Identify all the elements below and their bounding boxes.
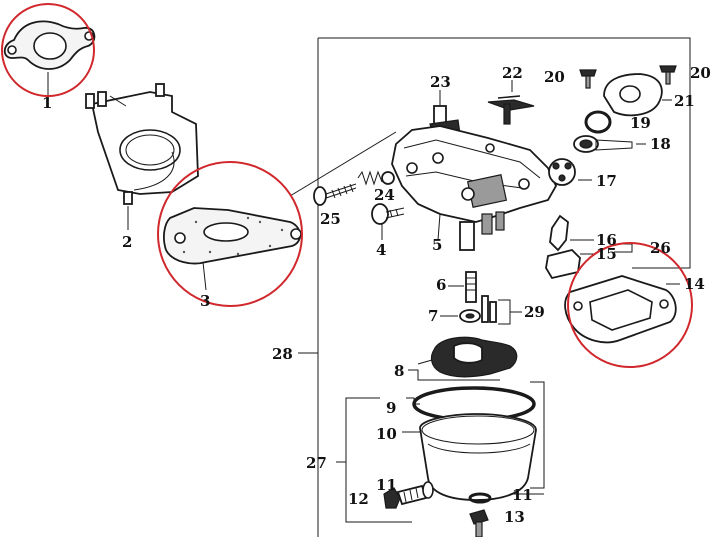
part-8-float: [408, 336, 518, 381]
part-22-throttle-lever: [487, 80, 535, 125]
label-part-20-left: 20: [544, 68, 565, 86]
part-2-insulator: [85, 83, 199, 230]
part-29-drain-screws: [481, 295, 522, 325]
assembly-bracket-27: [336, 381, 545, 523]
label-part-17: 17: [596, 172, 617, 190]
part-3-gasket: [163, 131, 397, 291]
label-part-14: 14: [684, 275, 705, 293]
part-20-screw-left: [579, 69, 597, 89]
part-7-nozzle: [440, 309, 481, 323]
label-part-20-right: 20: [690, 64, 711, 82]
part-21-cover: [603, 73, 672, 117]
part-20-screw-right: [659, 65, 677, 85]
label-part-13: 13: [504, 508, 525, 526]
highlight-circle-part-3: [157, 161, 303, 307]
label-part-11-right: 11: [512, 486, 533, 504]
label-part-25: 25: [320, 210, 341, 228]
part-4-idle-screw: [371, 203, 405, 240]
label-part-18: 18: [650, 135, 671, 153]
label-part-22: 22: [502, 64, 523, 82]
part-19-o-ring: [584, 110, 612, 134]
label-part-11-left: 11: [376, 476, 397, 494]
part-10-float-bowl: [419, 413, 537, 501]
label-part-1: 1: [42, 94, 52, 112]
label-part-24: 24: [374, 186, 395, 204]
label-part-7: 7: [428, 307, 438, 325]
highlight-circle-part-1: [1, 3, 95, 97]
part-24-spring: [357, 170, 395, 186]
label-part-4: 4: [376, 241, 386, 259]
part-13-bolt: [468, 492, 492, 537]
label-part-19: 19: [630, 114, 651, 132]
label-part-5: 5: [432, 236, 442, 254]
part-25-screw: [313, 183, 357, 206]
label-part-2: 2: [122, 233, 132, 251]
label-part-26: 26: [650, 239, 671, 257]
part-17-disc: [548, 158, 592, 186]
part-labels: 1 2 3 4 5 6 7 8 9 10 11 11 12 13 14 15 1…: [42, 64, 711, 526]
label-part-21: 21: [674, 92, 695, 110]
label-part-16: 16: [596, 231, 617, 249]
label-part-8: 8: [394, 362, 404, 380]
part-12-bolt: [383, 481, 434, 509]
label-part-3: 3: [200, 292, 210, 310]
assembly-bracket-28: [298, 37, 691, 537]
label-part-9: 9: [386, 399, 396, 417]
part-14-gasket: [564, 275, 680, 344]
part-18-valve: [573, 135, 646, 153]
highlight-circle-part-14: [567, 242, 693, 368]
label-part-29: 29: [524, 303, 545, 321]
part-5-carburetor-body: [391, 125, 558, 251]
part-6-main-jet: [448, 271, 477, 303]
part-1-gasket: [3, 20, 96, 96]
part-16-needle: [549, 214, 594, 252]
label-part-6: 6: [436, 276, 446, 294]
label-part-27: 27: [306, 454, 327, 472]
label-part-10: 10: [376, 425, 397, 443]
highlight-circles: [1, 3, 693, 368]
label-part-12: 12: [348, 490, 369, 508]
label-part-28: 28: [272, 345, 293, 363]
label-part-15: 15: [596, 245, 617, 263]
label-part-23: 23: [430, 73, 451, 91]
